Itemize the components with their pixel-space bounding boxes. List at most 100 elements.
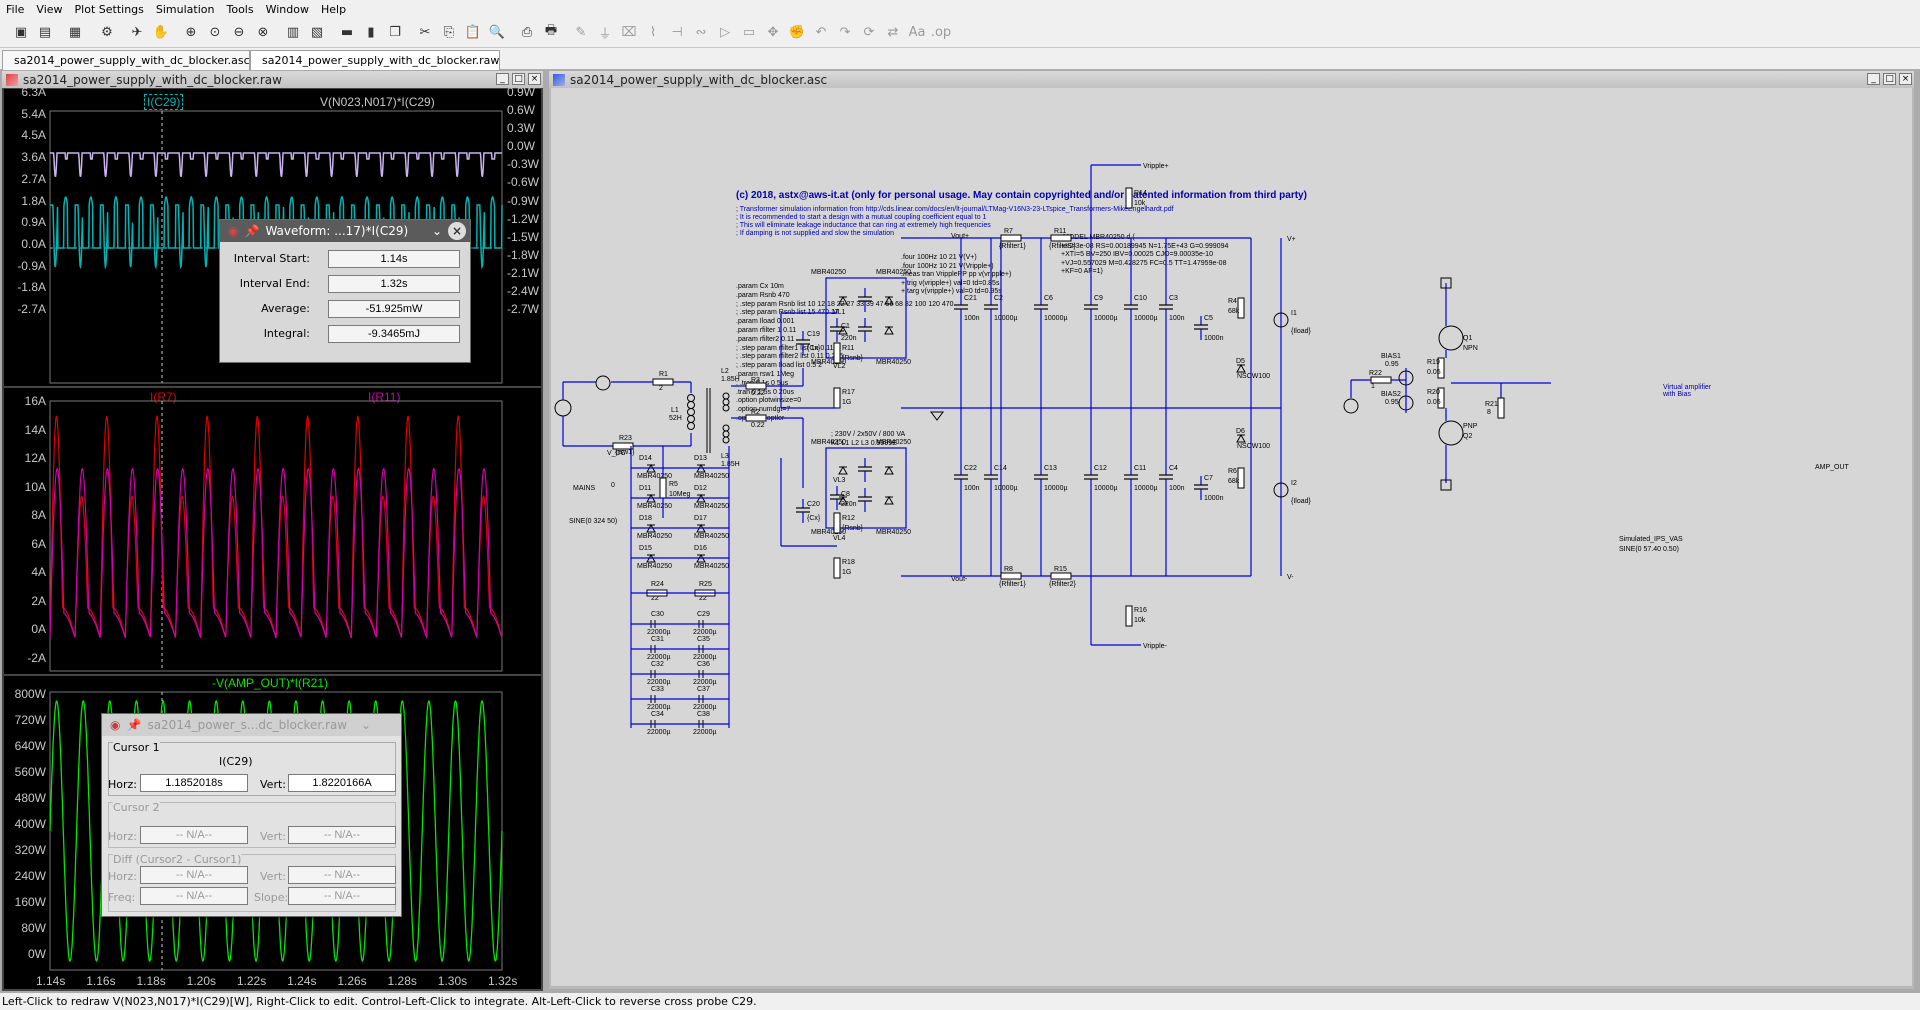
transformer-notes: ; Transformer simulation information fro…	[736, 206, 1174, 238]
plot-2-canvas	[49, 400, 503, 672]
spice-directive-icon[interactable]: .op	[930, 24, 952, 40]
zoom-pan-icon[interactable]: ⊙	[209, 24, 221, 40]
port-symbol	[1440, 277, 1452, 289]
find-icon[interactable]: 🔍	[488, 24, 506, 40]
status-text: Left-Click to redraw V(N023,N017)*I(C29)…	[2, 995, 757, 1008]
component-label: 0.95	[1385, 399, 1399, 406]
x-tick-label: 1.28s	[387, 974, 417, 988]
print-icon[interactable]: 🖶	[544, 23, 558, 38]
close-button[interactable]: ×	[528, 73, 541, 85]
tile-horizontal-icon[interactable]: ▬	[340, 24, 354, 40]
chevron-down-icon[interactable]: ⌄	[360, 718, 371, 732]
diode-icon[interactable]: ▷	[720, 24, 730, 40]
cursor-dialog-header[interactable]: ◉ 📌 sa2014_power_s...dc_blocker.raw ⌄	[102, 714, 401, 736]
interval-end-field[interactable]: 1.32s	[328, 275, 460, 293]
waveform-dialog-header[interactable]: ◉ 📌 Waveform: ...17)*I(C29) ⌄ ×	[220, 220, 470, 242]
schematic-text-line: .meas tran VripplePP pp v(vripple+)	[901, 271, 1012, 278]
undo-icon[interactable]: ↶	[815, 24, 827, 40]
run-icon[interactable]: ✈	[131, 24, 143, 40]
chevron-down-icon[interactable]: ⌄	[431, 224, 442, 238]
resistor-icon[interactable]: ⌇	[649, 24, 657, 40]
draw-wire-icon[interactable]: ✎	[575, 24, 587, 40]
cursor1-horz-field[interactable]: 1.1852018s	[140, 774, 248, 792]
maximize-button[interactable]: □	[512, 73, 525, 85]
open-icon[interactable]: ▤	[38, 24, 52, 40]
mirror-icon[interactable]: ⇄	[887, 24, 899, 40]
inductor-coil	[722, 430, 730, 438]
menu-window[interactable]: Window	[265, 2, 309, 16]
component-label: {Rfilter1}	[999, 243, 1027, 250]
minimize-button[interactable]: _	[496, 73, 509, 85]
tile-vertical-icon[interactable]: ▮	[367, 24, 375, 40]
menu-file[interactable]: File	[6, 2, 25, 16]
copy-icon[interactable]: ⎘	[443, 24, 455, 40]
zoom-fit-icon[interactable]: ⊗	[257, 24, 269, 40]
capacitor-icon[interactable]: ⊣	[671, 24, 683, 40]
maximize-button[interactable]: □	[1883, 73, 1896, 85]
manual-limits-icon[interactable]: ▧	[310, 24, 324, 40]
close-icon[interactable]: ×	[448, 222, 466, 240]
toolbar: ▣ ▤ ▦ ⚙ ✈ ✋ ⊕ ⊙ ⊖ ⊗ ▥ ▧ ▬ ▮ ❐ ✂ ⎘ 📋 🔍 ⎙ …	[0, 18, 1920, 48]
zoom-in-icon[interactable]: ⊕	[185, 24, 197, 40]
component-label: R25	[699, 581, 712, 588]
tab-waveform[interactable]: sa2014_power_supply_with_dc_blocker.raw	[250, 50, 500, 70]
zoom-out-icon[interactable]: ⊖	[233, 24, 245, 40]
diff-slope-label: Slope:	[254, 891, 289, 904]
component-icon[interactable]: ▭	[742, 24, 756, 40]
trace-title-ic29[interactable]: I(C29)	[144, 94, 184, 110]
plot-window-titlebar[interactable]: sa2014_power_supply_with_dc_blocker.raw …	[2, 71, 543, 88]
move-icon[interactable]: ✥	[767, 24, 779, 40]
component-label: C10	[1134, 295, 1147, 302]
new-schematic-icon[interactable]: ▣	[14, 24, 28, 40]
autorange-icon[interactable]: ▥	[286, 24, 300, 40]
control-panel-icon[interactable]: ⚙	[101, 24, 113, 40]
cascade-icon[interactable]: ❐	[389, 24, 401, 40]
component-label: R23	[619, 435, 632, 442]
print-preview-icon[interactable]: ⎙	[521, 24, 533, 40]
halt-icon[interactable]: ✋	[152, 24, 170, 40]
schematic-canvas[interactable]: (c) 2018, astx@aws-it.at (only for perso…	[551, 88, 1912, 986]
pin-icon[interactable]: 📌	[126, 718, 142, 732]
cut-icon[interactable]: ✂	[419, 24, 431, 40]
component-label: R21	[1485, 401, 1498, 408]
save-icon[interactable]: ▦	[68, 24, 82, 40]
pin-icon[interactable]: 📌	[244, 224, 260, 238]
menu-simulation[interactable]: Simulation	[155, 2, 215, 16]
redo-icon[interactable]: ↷	[839, 24, 851, 40]
schematic-text-line: +IS=3e-08 RS=0.00189945 N=1.75E+43 G=0.9…	[1061, 242, 1229, 250]
menu-view[interactable]: View	[36, 2, 63, 16]
ground-icon[interactable]: ⏚	[598, 26, 612, 42]
y-tick-label-right: -0.3W	[507, 157, 540, 172]
minimize-button[interactable]: _	[1867, 73, 1880, 85]
inductor-coil	[722, 404, 730, 412]
inductor-coil	[687, 408, 695, 416]
tab-schematic[interactable]: sa2014_power_supply_with_dc_blocker.asc	[2, 50, 250, 70]
component-label: L1	[671, 407, 679, 414]
rotate-icon[interactable]: ⟳	[863, 24, 875, 40]
component-label: R6	[1228, 468, 1237, 475]
schematic-window-titlebar[interactable]: sa2014_power_supply_with_dc_blocker.asc …	[549, 71, 1914, 88]
average-field: -51.925mW	[328, 300, 460, 318]
menu-help[interactable]: Help	[320, 2, 347, 16]
component-label: 220n	[841, 335, 857, 342]
diode-symbol	[1236, 363, 1246, 373]
menu-tools[interactable]: Tools	[226, 2, 254, 16]
trace-title-amp-power[interactable]: -V(AMP_OUT)*I(R21)	[212, 676, 329, 690]
trace-title-power[interactable]: V(N023,N017)*I(C29)	[320, 95, 435, 109]
component-label: 22000µ	[647, 704, 671, 711]
paste-icon[interactable]: 📋	[464, 24, 482, 40]
cursor1-vert-field[interactable]: 1.8220166A	[288, 774, 396, 792]
interval-start-field[interactable]: 1.14s	[328, 250, 460, 268]
diode-symbol	[884, 465, 894, 475]
drag-icon[interactable]: ✊	[788, 24, 806, 40]
text-icon[interactable]: Aa	[908, 24, 926, 40]
inductor-icon[interactable]: ∾	[695, 24, 707, 40]
component-label: {Rsnb}	[842, 525, 864, 532]
close-button[interactable]: ×	[1899, 73, 1912, 85]
net-label: VL2	[833, 363, 846, 370]
menu-plot-settings[interactable]: Plot Settings	[74, 2, 144, 16]
inductor-coil	[687, 422, 695, 430]
label-net-icon[interactable]: ⌧	[621, 24, 637, 40]
component-label: 1.85H	[721, 376, 740, 383]
